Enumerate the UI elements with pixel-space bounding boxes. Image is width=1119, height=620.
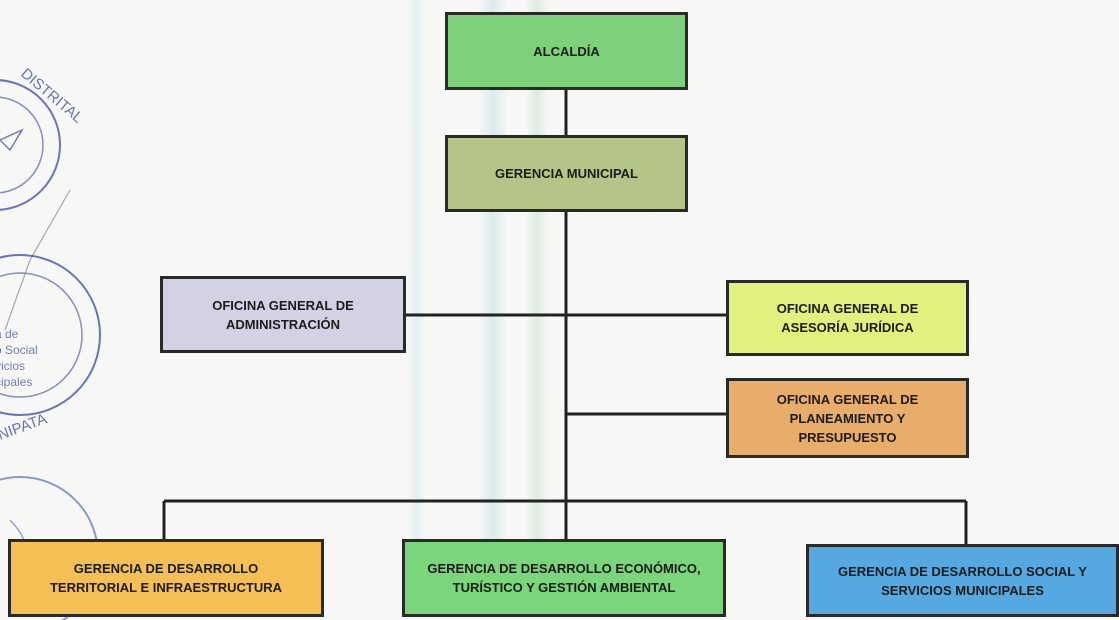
node-label: ALCALDÍA	[533, 43, 600, 59]
node-label: OFICINA GENERAL DE ASESORÍA JURÍDICA	[776, 301, 919, 335]
node-label: OFICINA GENERAL DE ADMINISTRACIÓN	[212, 297, 354, 332]
node-gerencia-economico: GERENCIA DE DESARROLLO ECONÓMICO, TURÍST…	[402, 539, 726, 617]
node-oficina-administracion: OFICINA GENERAL DE ADMINISTRACIÓN	[160, 276, 406, 353]
node-label: GERENCIA MUNICIPAL	[495, 166, 638, 181]
svg-text:o Social: o Social	[0, 343, 38, 357]
node-oficina-planeamiento: OFICINA GENERAL DE PLANEAMIENTO Y PRESUP…	[726, 378, 969, 458]
svg-text:vicios: vicios	[0, 359, 25, 373]
svg-text:cipales: cipales	[0, 375, 32, 389]
scan-artifact-band	[525, 0, 549, 617]
stamp-seal-top: DISTRITAL	[0, 65, 80, 211]
node-label: GERENCIA DE DESARROLLO TERRITORIAL E INF…	[49, 561, 283, 595]
scan-artifact-band	[408, 0, 426, 617]
scan-artifact-band	[478, 0, 508, 617]
svg-text:a de: a de	[0, 327, 19, 341]
node-label: GERENCIA DE DESARROLLO ECONÓMICO, TURÍST…	[427, 561, 701, 595]
node-gerencia-municipal: GERENCIA MUNICIPAL	[445, 135, 688, 212]
node-label: GERENCIA DE DESARROLLO SOCIAL Y SERVICIO…	[838, 563, 1087, 598]
node-alcaldia: ALCALDÍA	[445, 12, 688, 90]
node-oficina-asesoria-juridica: OFICINA GENERAL DE ASESORÍA JURÍDICA	[726, 280, 969, 356]
node-label: OFICINA GENERAL DE PLANEAMIENTO Y PRESUP…	[776, 391, 919, 445]
node-gerencia-territorial: GERENCIA DE DESARROLLO TERRITORIAL E INF…	[8, 539, 324, 617]
node-gerencia-social: GERENCIA DE DESARROLLO SOCIAL Y SERVICIO…	[806, 544, 1119, 617]
stamp-seal-middle: a de o Social vicios cipales NIPATA	[0, 254, 101, 444]
